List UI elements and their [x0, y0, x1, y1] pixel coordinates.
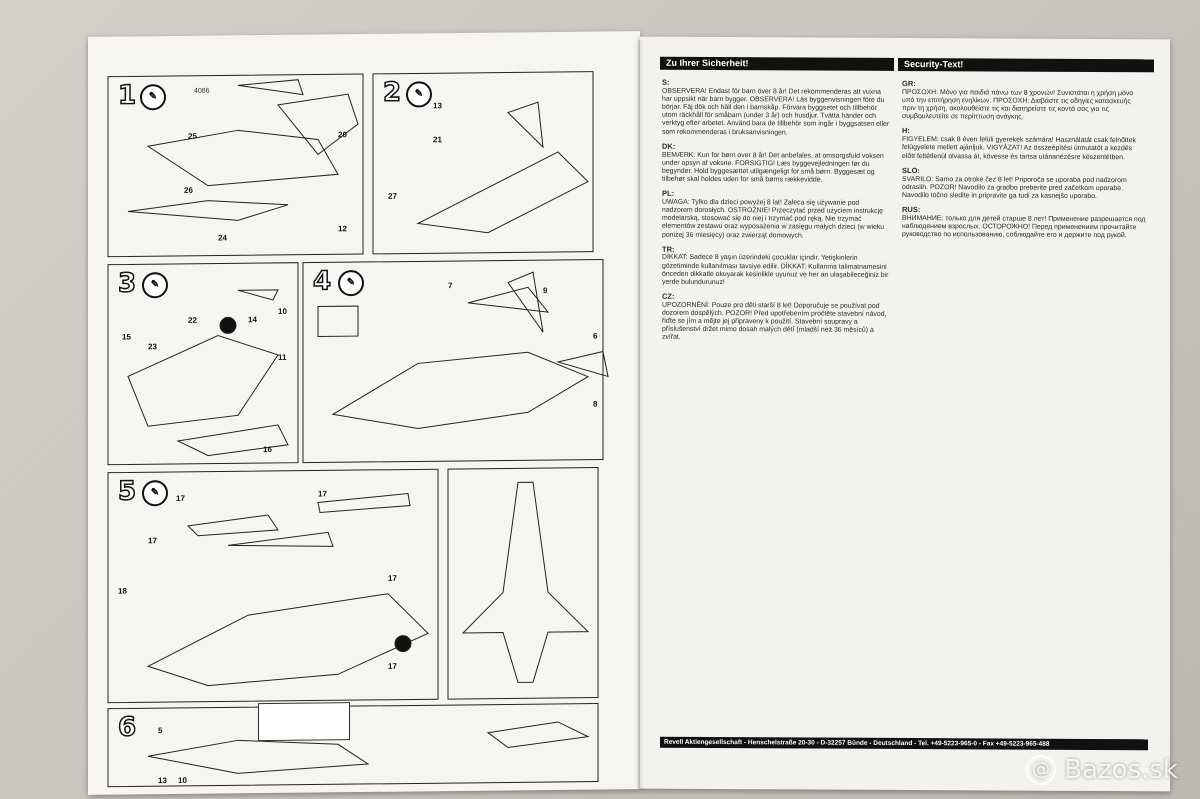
- safety-block-gr: GR: ΠΡΟΣΟΧΗ: Μόνο για παιδιά πάνω των 8 …: [902, 78, 1134, 121]
- part-number: 15: [122, 332, 131, 342]
- instruction-sheet-left: 4086 1 2 3 4 5 6 ✎ ✎ ✎ ✎ ✎ 25 26 24 20 1…: [88, 31, 640, 795]
- part-wing-top: [277, 93, 359, 156]
- header-safety-en: Security-Text!: [898, 57, 1154, 73]
- safety-block-pl: PL: UWAGA: Tylko dla dzieci powyżej 8 la…: [662, 188, 885, 239]
- assembly-drawings: [107, 71, 609, 788]
- part-missile: [186, 514, 279, 537]
- part-number: 26: [184, 185, 193, 195]
- panel-step-1: [107, 73, 364, 258]
- safety-block-rus: RUS: ВНИМАНИЕ: только для детей старше 8…: [902, 204, 1146, 240]
- part-number: 13: [158, 776, 167, 786]
- part-canopy: [237, 79, 304, 96]
- part-number: 11: [278, 352, 287, 362]
- part-number: 21: [433, 135, 442, 145]
- step-number-6: 6: [117, 712, 137, 744]
- glue-icon: ✎: [338, 270, 364, 297]
- decal-sheet-icon: [258, 702, 350, 742]
- part-fuselage-top: [146, 129, 339, 187]
- safety-block-cz: CZ: UPOZORNĚNÍ: Pouze pro děti starší 8 …: [662, 291, 887, 342]
- page-fold: [638, 40, 644, 790]
- watermark: @ Bazos.sk: [1025, 754, 1178, 785]
- part-number: 20: [338, 130, 347, 140]
- color-scheme-topview: [461, 481, 590, 683]
- step-number-4: 4: [312, 266, 332, 298]
- part-number: 27: [388, 191, 397, 201]
- part-number: 14: [248, 315, 257, 325]
- safety-block-s: S: OBSERVERA! Endast för barn över 8 år!…: [662, 77, 890, 136]
- glue-icon: ✎: [140, 84, 166, 111]
- part-number: 12: [338, 224, 347, 234]
- part-fuselage-underside: [127, 334, 279, 427]
- safety-block-tr: TR: DİKKAT: Sadece 8 yaşın üzerindeki ço…: [662, 244, 889, 286]
- part-number: 8: [593, 399, 598, 409]
- safety-block-slo: SLO: SVARILO: Samo za otroke čez 8 let! …: [902, 165, 1127, 200]
- part-number: 16: [263, 444, 272, 455]
- glue-icon: ✎: [406, 81, 432, 108]
- part-number: 10: [178, 775, 187, 785]
- safety-block-h: H: FIGYELEM: csak 8 éven felüli gyerekek…: [902, 126, 1137, 161]
- part-tail-fin: [507, 271, 544, 333]
- part-number: 9: [543, 286, 548, 296]
- part-number: 17: [318, 489, 327, 499]
- header-safety-de: Zu Ihrer Sicherheit!: [660, 56, 894, 71]
- part-final-side-view: [147, 739, 370, 774]
- part-number: 18: [118, 586, 127, 596]
- part-number: 24: [218, 233, 227, 243]
- step-number-5: 5: [117, 476, 137, 508]
- part-number: 6: [593, 331, 598, 341]
- step-number-3: 3: [117, 268, 137, 300]
- part-number: 10: [278, 306, 287, 316]
- part-number: 17: [176, 493, 185, 503]
- part-aircraft-lower: [146, 593, 429, 687]
- part-number: 7: [448, 281, 453, 291]
- paint-icon: ✎: [142, 272, 168, 299]
- part-number: 17: [388, 661, 397, 671]
- watermark-text: Bazos.sk: [1064, 754, 1178, 785]
- step-number-2: 2: [382, 77, 402, 109]
- part-number: 22: [188, 315, 197, 325]
- safety-block-dk: DK: BEMÆRK: Kun for børn over 8 år! Det …: [662, 141, 884, 184]
- part-number: 5: [158, 726, 163, 736]
- part-nose-section: [416, 151, 589, 234]
- part-number: 13: [433, 101, 442, 111]
- safety-sheet-right: Zu Ihrer Sicherheit! Security-Text! S: O…: [640, 36, 1170, 792]
- part-number: 17: [388, 573, 397, 583]
- part-number: 17: [148, 536, 157, 546]
- part-nose-cone: [127, 200, 289, 221]
- bazos-logo-icon: @: [1025, 755, 1056, 785]
- footer-company-address: Revell Aktiengesellschaft - Henschelstra…: [660, 736, 1148, 751]
- safety-column-right: GR: ΠΡΟΣΟΧΗ: Μόνο για παιδιά πάνω των 8 …: [902, 78, 1146, 240]
- safety-column-left: S: OBSERVERA! Endast för barn över 8 år!…: [662, 77, 890, 344]
- step-number-1: 1: [117, 80, 137, 112]
- part-number: 25: [188, 131, 197, 141]
- part-number: 23: [148, 342, 157, 352]
- kit-reference-number: 4086: [194, 87, 210, 95]
- glue-icon: ✎: [142, 480, 168, 507]
- part-aircraft-body: [331, 351, 590, 429]
